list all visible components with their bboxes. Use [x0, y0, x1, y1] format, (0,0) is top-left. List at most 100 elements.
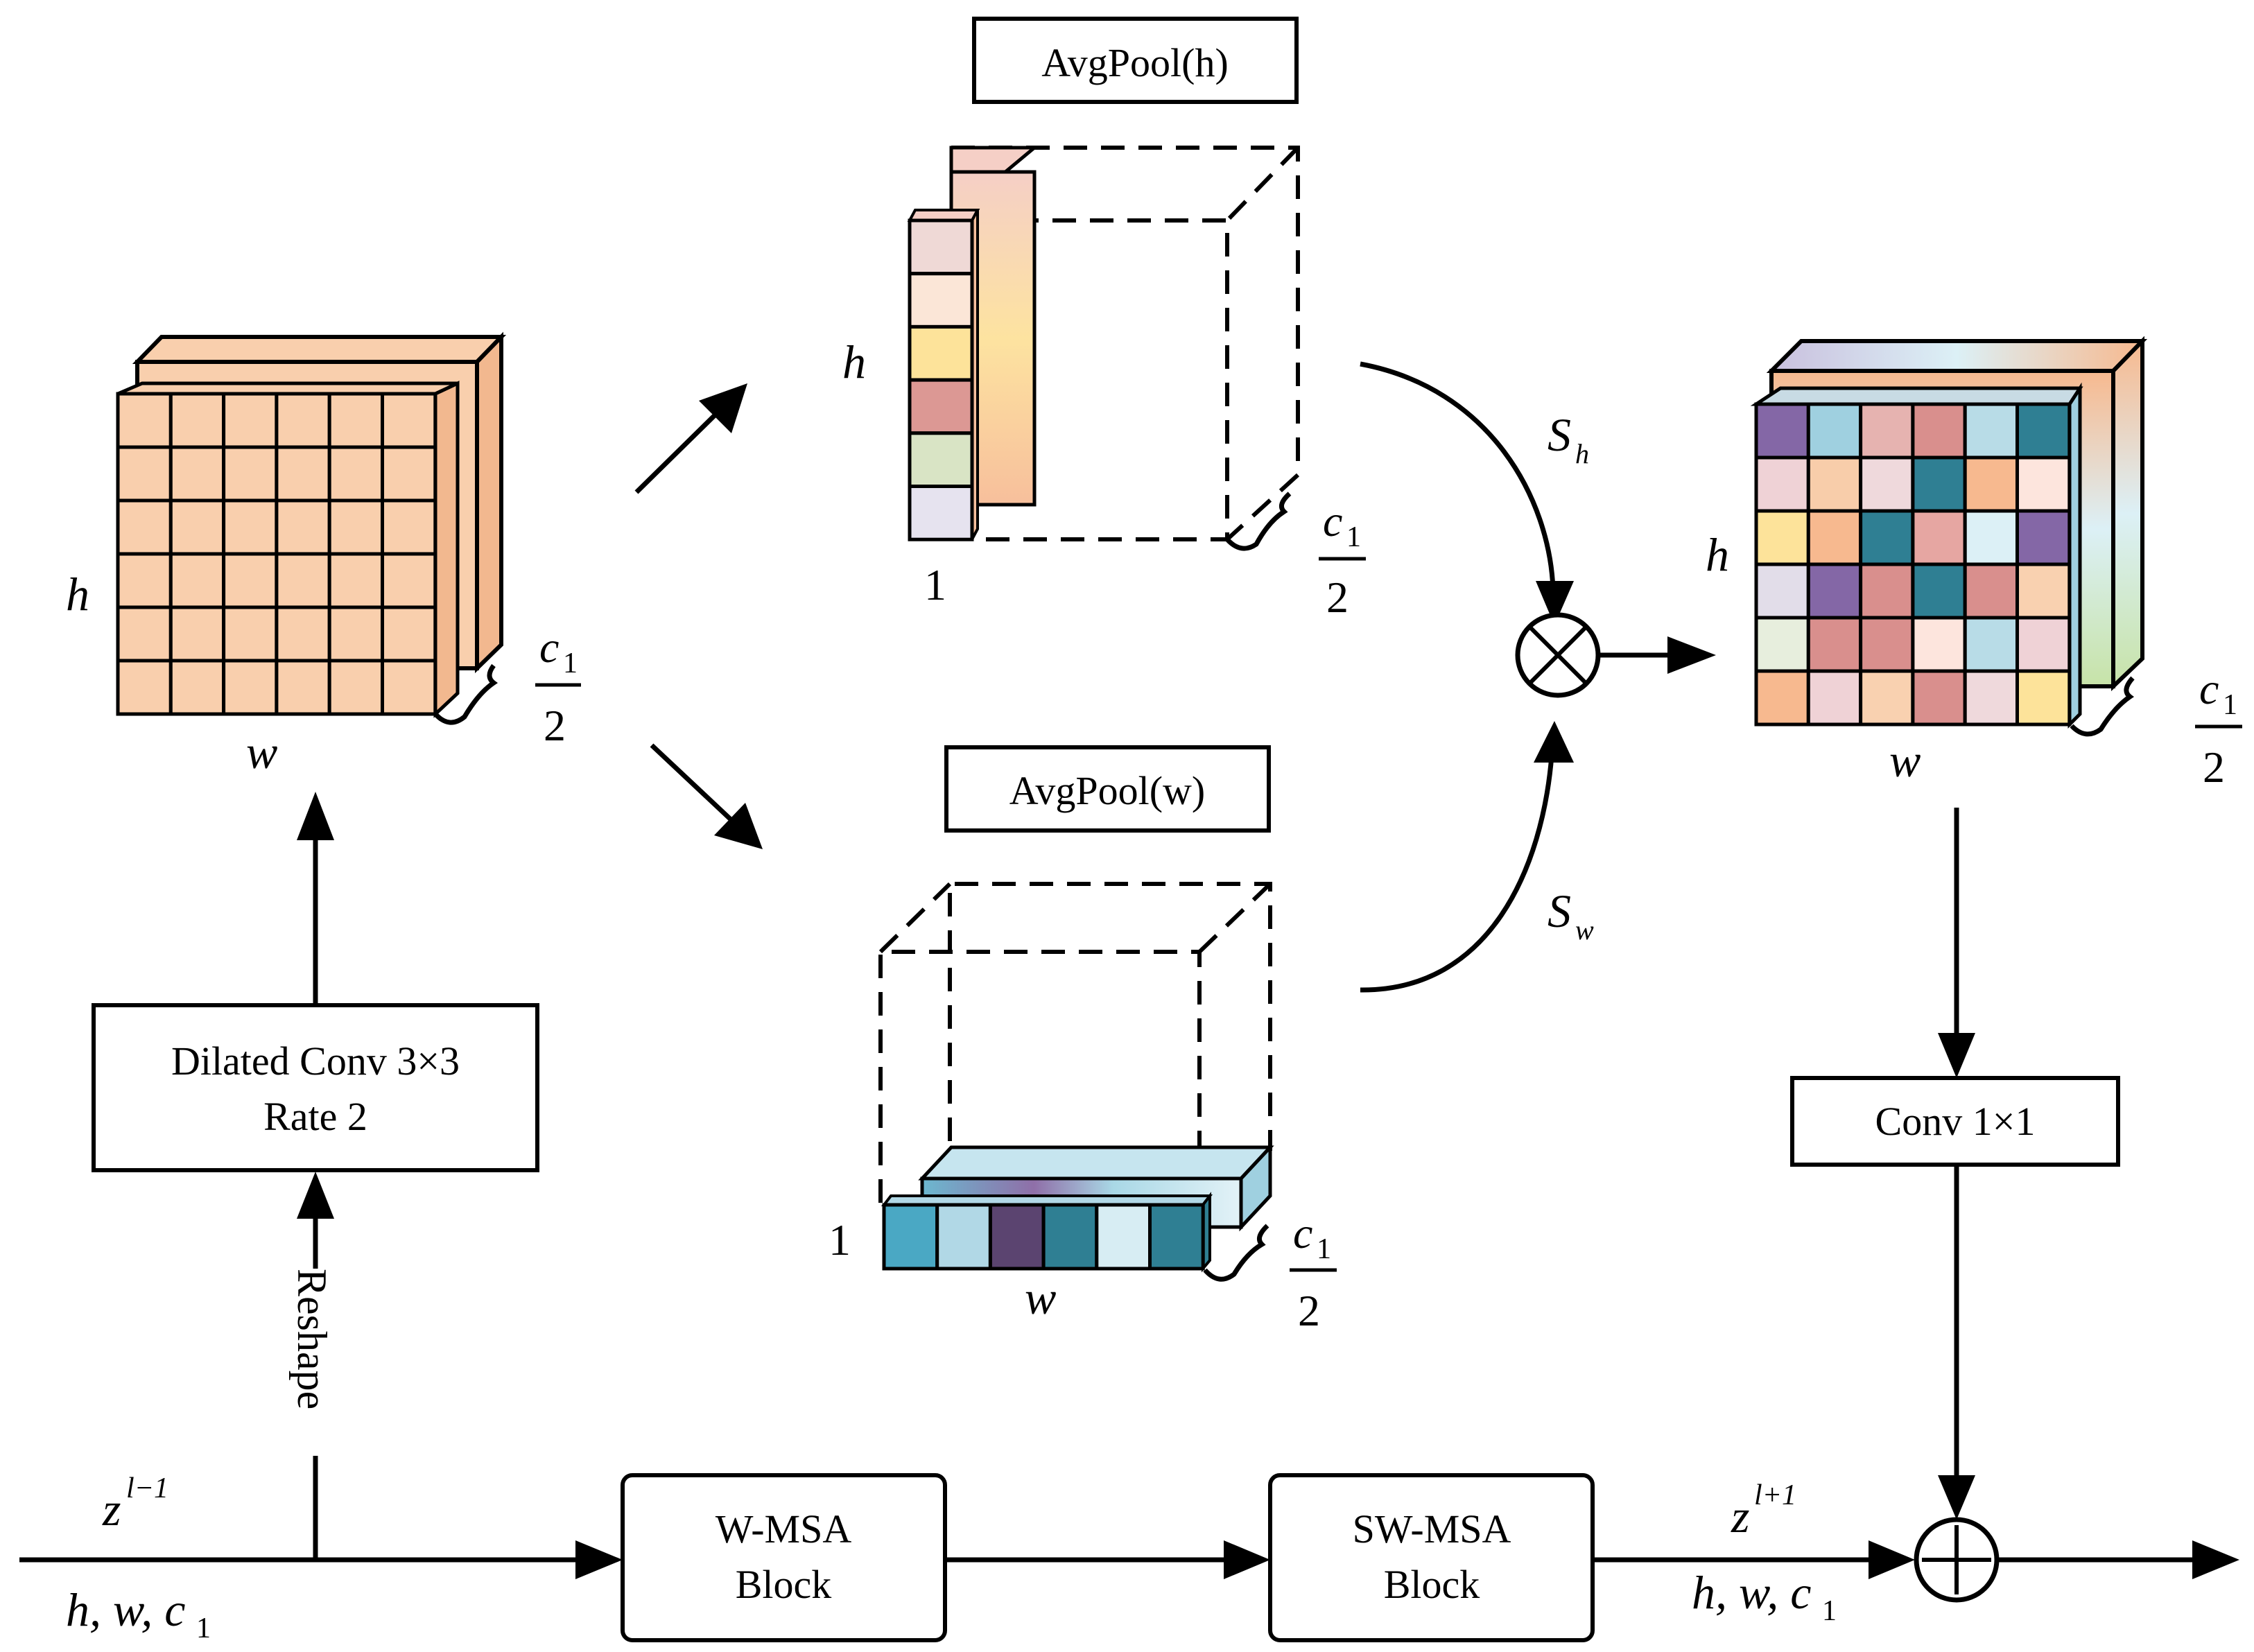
svg-text:2: 2: [2203, 742, 2225, 792]
input-grid-cell: [116, 552, 173, 609]
input-grid-cell: [116, 659, 173, 716]
pooled-h-tensor: [907, 146, 1300, 551]
output-grid-cell: [2015, 455, 2072, 513]
output-grid-cell: [1963, 562, 2019, 620]
output-grid-cell: [1963, 402, 2019, 460]
svg-text:c: c: [2199, 664, 2219, 713]
sw-label: S: [1548, 885, 1571, 937]
input-grid-cell: [381, 659, 437, 716]
output-grid-cell: [1911, 616, 1967, 673]
dilated-up-arrowhead: [297, 792, 334, 840]
svg-text:1: 1: [1822, 1595, 1837, 1627]
to-add-arrowhead: [1869, 1540, 1915, 1579]
input-grid-cell: [275, 498, 331, 556]
svg-text:1: 1: [1317, 1233, 1331, 1265]
input-grid-cell: [275, 392, 331, 449]
swmsa-line2: Block: [1384, 1562, 1480, 1607]
to-wmsa-arrowhead: [575, 1540, 623, 1579]
output-grid-cell: [1859, 669, 1915, 727]
w-strip-cell: [1095, 1203, 1152, 1271]
sh-arrow: [1360, 361, 1556, 590]
output-grid-cell: [1859, 562, 1915, 620]
z-prev-label: z l−1: [102, 1472, 168, 1536]
output-grid-cell: [1911, 562, 1967, 620]
svg-text:1: 1: [563, 647, 578, 679]
input-grid-cell: [381, 445, 437, 503]
input-grid-cell: [222, 392, 279, 449]
pooled-h-h-label: h: [842, 336, 866, 388]
output-h-label: h: [1706, 528, 1729, 581]
z-next-label: z l+1: [1731, 1479, 1796, 1542]
output-grid-cell: [1911, 402, 1967, 460]
input-grid-cell: [327, 605, 385, 663]
split-arrows: [634, 383, 763, 849]
input-grid-cell: [327, 659, 385, 716]
wmsa-block: [621, 1473, 947, 1642]
sh-label: S: [1548, 408, 1571, 461]
output-grid-cell: [1806, 402, 1863, 460]
swmsa-block: [1268, 1473, 1595, 1642]
input-grid-cell: [381, 392, 437, 449]
avgpool-w-box: [944, 745, 1271, 833]
output-grid-cell: [2015, 616, 2072, 673]
output-grid-cell: [1806, 562, 1863, 620]
output-grid-cell: [1911, 455, 1967, 513]
output-grid-cell: [1806, 669, 1863, 727]
avgpool-h-label: AvgPool(h): [1041, 40, 1229, 85]
to-conv-arrowhead: [1938, 1033, 1975, 1078]
pooled-w-tensor: [878, 882, 1274, 1282]
output-grid-cell: [2015, 562, 2072, 620]
output-grid-cell: [1754, 509, 1810, 566]
wmsa-line2: Block: [736, 1562, 832, 1607]
sw-arrowhead: [1534, 721, 1574, 763]
svg-text:c: c: [1323, 496, 1342, 546]
h-strip-cell: [908, 324, 974, 382]
output-grid-cell: [1911, 509, 1967, 566]
output-grid-cell: [1963, 509, 2019, 566]
input-c1-2-fraction: c 1 2: [535, 623, 581, 750]
svg-text:1: 1: [1346, 521, 1361, 553]
input-grid-cell: [327, 445, 385, 503]
h-strip-cell: [908, 485, 974, 541]
w-strip-cell: [882, 1203, 939, 1271]
output-grid-cell: [1963, 616, 2019, 673]
conv1x1-label: Conv 1×1: [1875, 1099, 2036, 1144]
input-grid-cell: [381, 498, 437, 556]
sh-sub: h: [1575, 438, 1589, 469]
avgpool-w-label: AvgPool(w): [1009, 768, 1205, 813]
input-grid-cell: [168, 392, 226, 449]
input-grid-cell: [327, 392, 385, 449]
svg-text:h, w, c: h, w, c: [66, 1583, 186, 1636]
w-strip-cell: [988, 1203, 1046, 1271]
sh-arrowhead: [1536, 581, 1574, 625]
w-strip-cell: [1148, 1203, 1205, 1271]
input-grid-cell: [275, 659, 331, 716]
input-grid-cell: [116, 498, 173, 556]
w-strip-cells: [882, 1203, 1205, 1271]
dilated-conv-box: [92, 1003, 539, 1172]
input-grid-cell: [168, 498, 226, 556]
svg-text:1: 1: [196, 1612, 211, 1644]
svg-text:c: c: [1293, 1208, 1312, 1258]
pooled-h-one-label: 1: [924, 560, 946, 609]
input-grid-cell: [275, 552, 331, 609]
input-grid-cell: [116, 605, 173, 663]
output-grid-cell: [2015, 669, 2072, 727]
output-grid-cell: [1754, 669, 1810, 727]
output-c1-2-fraction: c 1 2: [2195, 664, 2242, 792]
output-grid-cell: [1859, 402, 1915, 460]
shape-next-label: h, w, c 1: [1692, 1566, 1837, 1627]
output-grid-cell: [1754, 402, 1810, 460]
output-w-label: w: [1889, 734, 1921, 787]
h-strip-cell: [908, 378, 974, 435]
output-grid-cell: [1754, 455, 1810, 513]
h-strip-cell: [908, 431, 974, 488]
svg-text:2: 2: [1298, 1286, 1320, 1335]
svg-text:2: 2: [1326, 573, 1349, 622]
swmsa-line1: SW-MSA: [1353, 1506, 1511, 1551]
input-feature-cube: [116, 331, 507, 725]
to-swmsa-arrowhead: [1224, 1540, 1270, 1579]
output-grid: [1754, 402, 2072, 727]
h-strip-cell: [908, 218, 974, 276]
